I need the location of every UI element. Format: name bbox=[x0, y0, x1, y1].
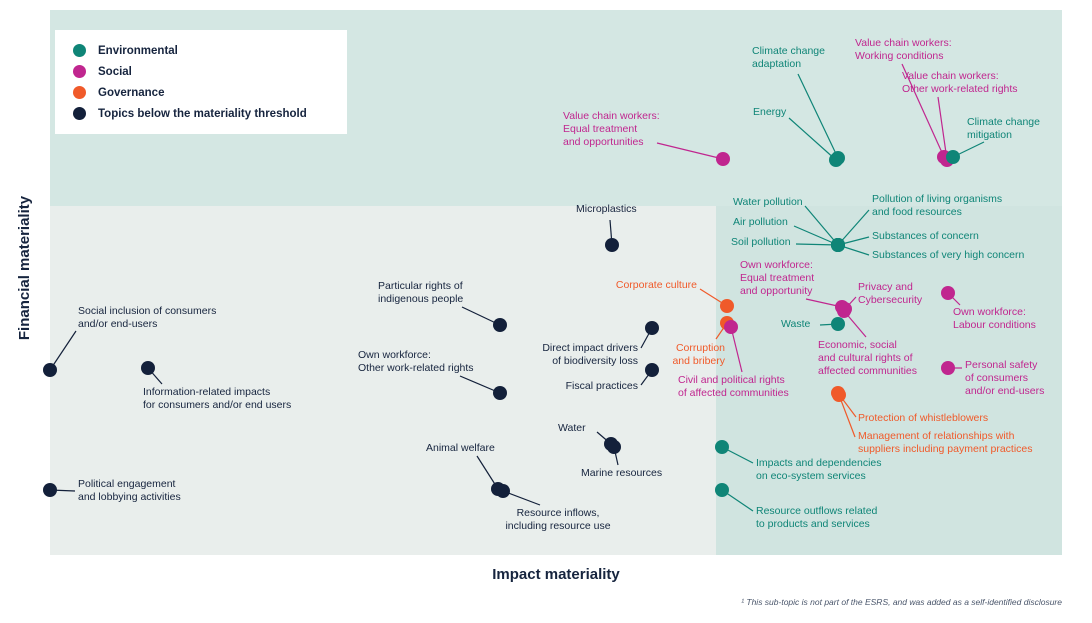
point-dot-social-inclusion-of-consumers-and-or-end bbox=[43, 363, 57, 377]
connector-climate-change-adaptation bbox=[797, 73, 839, 159]
point-dot-resource-outflows-related-to-products-an bbox=[715, 483, 729, 497]
connector-value-chain-workers-equal-treatment-and- bbox=[656, 142, 724, 160]
legend-dot-environmental-icon bbox=[73, 44, 86, 57]
region-below-both-thresholds bbox=[50, 206, 716, 555]
legend-label-governance: Governance bbox=[98, 86, 165, 99]
y-axis-label: Financial materiality bbox=[16, 195, 33, 341]
connector-own-workforce-other-work-related-rights bbox=[459, 375, 501, 394]
legend-dot-governance-icon bbox=[73, 86, 86, 99]
point-dot-microplastics bbox=[605, 238, 619, 252]
point-dot-political-engagement-and-lobbying-activi bbox=[43, 483, 57, 497]
point-dot-energy bbox=[829, 153, 843, 167]
point-dot-impacts-and-dependencies-on-eco-system-s bbox=[715, 440, 729, 454]
region-above-impact-threshold bbox=[716, 206, 1062, 555]
connector-value-chain-workers-working-conditions bbox=[901, 63, 945, 158]
legend-dot-social-icon bbox=[73, 65, 86, 78]
point-dot-corporate-culture bbox=[720, 299, 734, 313]
legend-item-environmental: Environmental bbox=[55, 40, 347, 61]
connector-civil-and-political-rights-of-affected-c bbox=[730, 326, 743, 373]
point-dot-management-of-relationships-with-supplie bbox=[832, 388, 846, 402]
point-dot-resource-inflows-including-resource-use bbox=[496, 484, 510, 498]
connector-energy bbox=[788, 117, 837, 161]
point-dot-substances-of-very-high-concern bbox=[831, 238, 845, 252]
legend-dot-below-icon bbox=[73, 107, 86, 120]
legend-item-social: Social bbox=[55, 61, 347, 82]
point-dot-waste bbox=[831, 317, 845, 331]
point-dot-own-workforce-labour-conditions bbox=[941, 286, 955, 300]
legend-item-governance: Governance bbox=[55, 82, 347, 103]
point-dot-personal-safety-of-consumers-and-or-end- bbox=[941, 361, 955, 375]
point-dot-climate-change-mitigation bbox=[946, 150, 960, 164]
legend-label-social: Social bbox=[98, 65, 132, 78]
point-dot-value-chain-workers-equal-treatment-and- bbox=[716, 152, 730, 166]
x-axis-label: Impact materiality bbox=[492, 566, 620, 583]
connector-pollution-of-living-organisms-and-food-r bbox=[837, 209, 870, 246]
legend-item-below: Topics below the materiality threshold bbox=[55, 103, 347, 124]
point-dot-particular-rights-of-indigenous-people bbox=[493, 318, 507, 332]
connector-soil-pollution bbox=[795, 243, 839, 246]
connector-management-of-relationships-with-supplie bbox=[838, 394, 856, 438]
connector-water-pollution bbox=[804, 205, 839, 246]
connector-air-pollution bbox=[793, 225, 839, 246]
point-dot-direct-impact-drivers-of-biodiversity-lo bbox=[645, 321, 659, 335]
legend-label-below: Topics below the materiality threshold bbox=[98, 107, 307, 120]
point-dot-economic-social-and-cultural-rights-of-a bbox=[837, 304, 851, 318]
connector-particular-rights-of-indigenous-people bbox=[461, 306, 501, 326]
footnote: ¹ This sub-topic is not part of the ESRS… bbox=[741, 597, 1062, 607]
point-dot-civil-and-political-rights-of-affected-c bbox=[724, 320, 738, 334]
connector-value-chain-workers-other-work-related-r bbox=[937, 96, 948, 161]
legend-label-environmental: Environmental bbox=[98, 44, 178, 57]
point-dot-marine-resources bbox=[607, 440, 621, 454]
connector-social-inclusion-of-consumers-and-or-end bbox=[49, 330, 77, 371]
point-dot-own-workforce-other-work-related-rights bbox=[493, 386, 507, 400]
point-dot-information-related-impacts-for-consumer bbox=[141, 361, 155, 375]
point-dot-fiscal-practices bbox=[645, 363, 659, 377]
